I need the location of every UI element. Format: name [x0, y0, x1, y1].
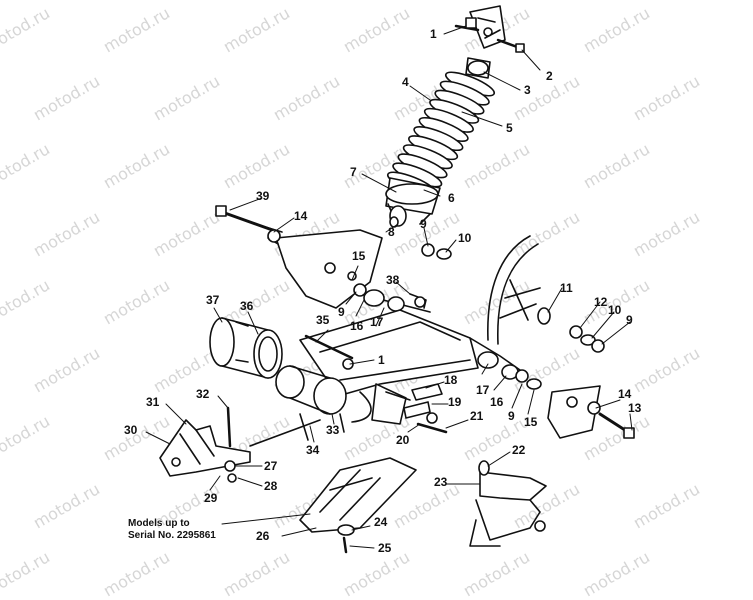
- callout-17-lower: 17: [476, 383, 490, 397]
- note-line-2: Serial No. 2295861: [128, 530, 216, 541]
- callout-9-upper: 9: [420, 217, 427, 231]
- callout-36: 36: [240, 299, 254, 313]
- exploded-view-drawing: [145, 5, 635, 554]
- callout-32: 32: [196, 387, 210, 401]
- callout-5: 5: [506, 121, 513, 135]
- callout-23: 23: [434, 475, 448, 489]
- note-line-1: Models up to: [128, 518, 190, 529]
- callout-31: 31: [146, 395, 160, 409]
- callout-1-lower: 1: [378, 353, 385, 367]
- idler-wheel-arc: [487, 235, 605, 353]
- callout-16-upper: 16: [350, 319, 364, 333]
- callout-2: 2: [546, 69, 553, 83]
- callout-1: 1: [430, 27, 437, 41]
- model-serial-note: Models up to Serial No. 2295861: [128, 518, 216, 542]
- callout-21: 21: [470, 409, 484, 423]
- callout-25: 25: [378, 541, 392, 555]
- callout-20: 20: [396, 433, 410, 447]
- callout-27: 27: [264, 459, 278, 473]
- callout-15-upper: 15: [352, 249, 366, 263]
- callout-9-center: 9: [338, 305, 345, 319]
- callout-10-upper: 10: [458, 231, 472, 245]
- callout-19: 19: [448, 395, 462, 409]
- callout-14-upper: 14: [294, 209, 308, 223]
- swing-arm: [299, 309, 542, 423]
- callout-12: 12: [594, 295, 608, 309]
- slide-rail-block: [299, 457, 417, 554]
- upper-mount-bracket: [454, 5, 525, 53]
- shock-absorber: [385, 57, 496, 228]
- lower-mount-bracket: [469, 460, 547, 547]
- bolt-35: [304, 334, 354, 360]
- callout-3: 3: [524, 83, 531, 97]
- callout-6: 6: [448, 191, 455, 205]
- callout-33: 33: [326, 423, 340, 437]
- rear-axle-housing: [209, 317, 283, 379]
- callout-16-lower: 16: [490, 395, 504, 409]
- callout-37: 37: [206, 293, 220, 307]
- bushing-set: [403, 383, 448, 434]
- callout-9-lower: 9: [508, 409, 515, 423]
- callout-10-right: 10: [608, 303, 622, 317]
- callout-35: 35: [316, 313, 330, 327]
- callout-28: 28: [264, 479, 278, 493]
- rear-arm-bracket: [159, 406, 321, 483]
- callout-15-lower: 15: [524, 415, 538, 429]
- callout-38: 38: [386, 273, 400, 287]
- leader-lines: [145, 25, 633, 549]
- callout-17-upper: 17: [370, 315, 384, 329]
- callout-24: 24: [374, 515, 388, 529]
- right-side-plate: [547, 385, 635, 439]
- callout-14-lower: 14: [618, 387, 632, 401]
- callout-8: 8: [388, 225, 395, 239]
- callout-22: 22: [512, 443, 526, 457]
- callout-30: 30: [124, 423, 138, 437]
- upper-cross-shaft: [353, 283, 431, 313]
- callout-39: 39: [256, 189, 270, 203]
- callout-11: 11: [560, 281, 573, 295]
- callout-29: 29: [204, 491, 218, 505]
- washer-10-upper: [436, 248, 452, 260]
- callout-13: 13: [628, 401, 642, 415]
- callout-9-right: 9: [626, 313, 633, 327]
- callout-4: 4: [402, 75, 409, 89]
- pivot-tube: [275, 365, 411, 441]
- callout-7: 7: [350, 165, 357, 179]
- callout-26: 26: [256, 529, 270, 543]
- callout-34: 34: [306, 443, 320, 457]
- coil-spring: [386, 71, 496, 197]
- callout-18: 18: [444, 373, 458, 387]
